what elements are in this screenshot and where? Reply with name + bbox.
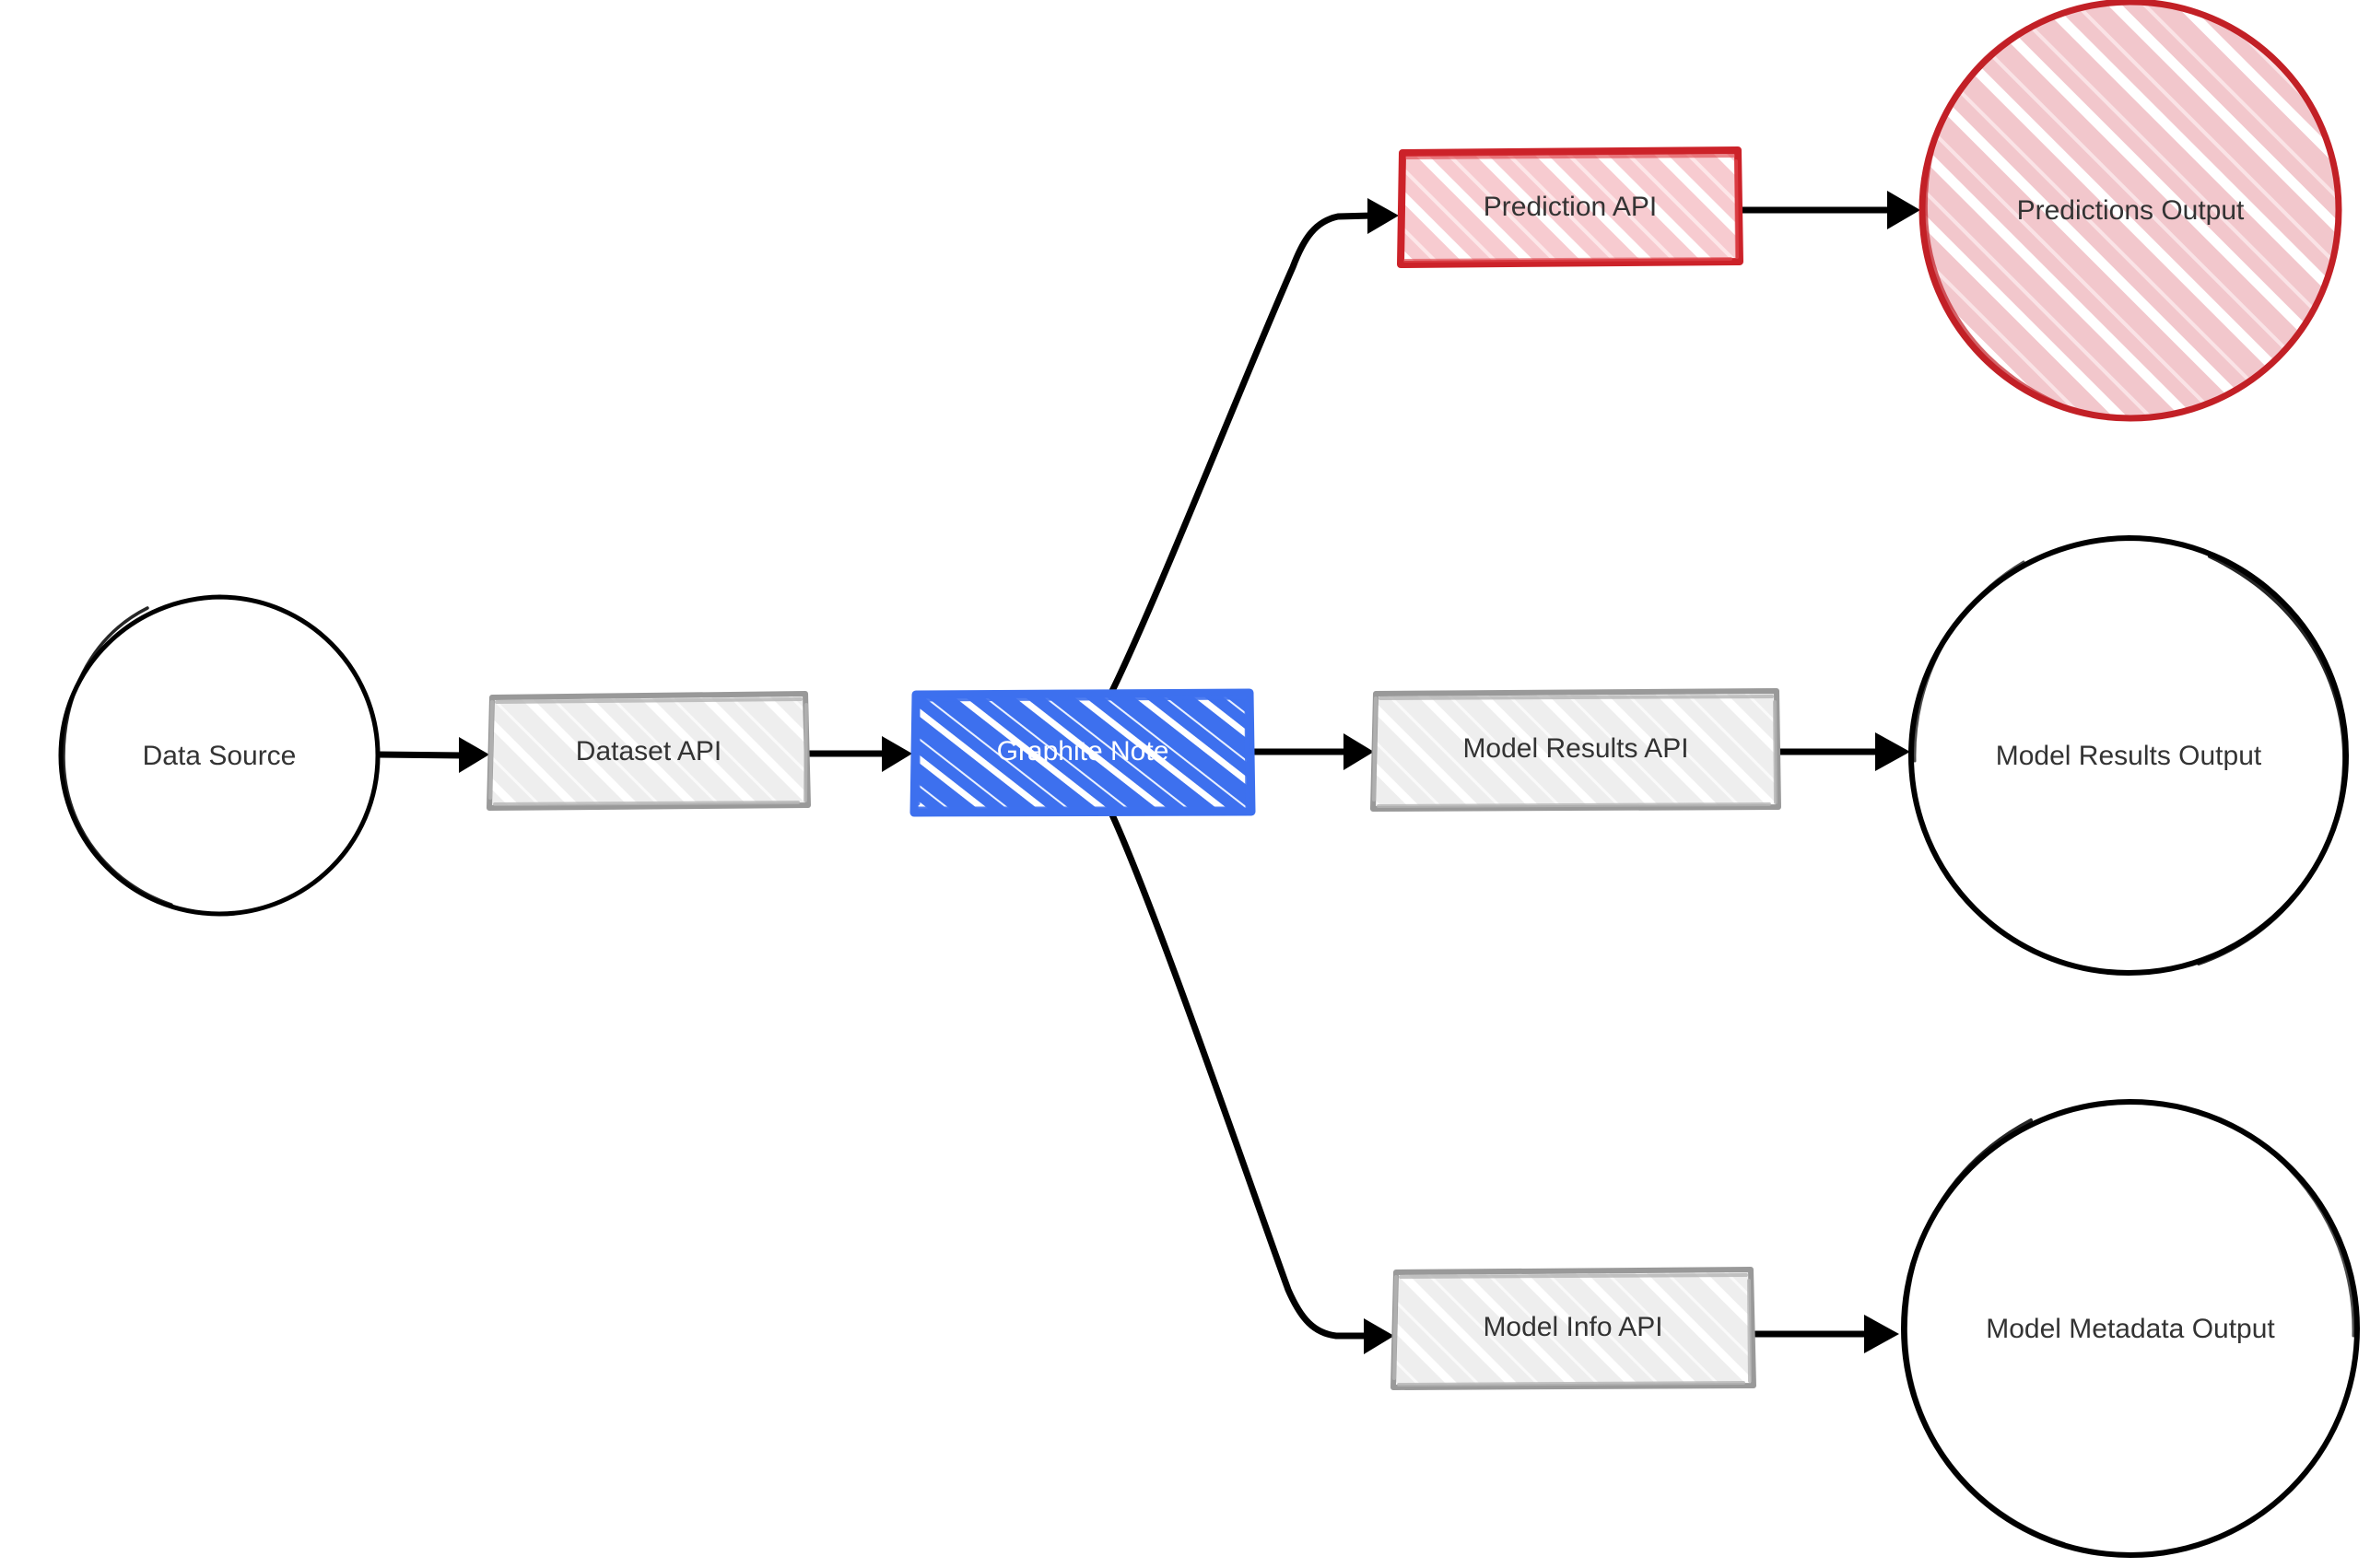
edge-dataset-api-to-graphite-note [805, 736, 912, 772]
edge-graphite-note-to-model-results-api [1250, 733, 1374, 770]
node-model-metadata-output[interactable]: Model Metadata Output [1901, 1099, 2360, 1558]
node-data-source[interactable]: Data Source [58, 594, 381, 917]
node-predictions-output[interactable]: Predictions Output [1918, 0, 2342, 422]
edge-graphite-note-to-prediction-api [1106, 198, 1399, 700]
node-dataset-api[interactable]: Dataset API [487, 691, 811, 811]
edge-model-info-api-to-model-metadata-output [1752, 1315, 1899, 1353]
node-model-results-api[interactable]: Model Results API [1370, 688, 1781, 812]
edge-prediction-api-to-predictions-output [1738, 191, 1920, 229]
edges-layer [374, 191, 1920, 1354]
edge-graphite-note-to-model-info-api [1106, 805, 1394, 1354]
edge-model-results-api-to-model-results-output [1758, 732, 1910, 771]
node-graphite-note[interactable]: Graphite Note [909, 688, 1256, 817]
edge-data-source-to-dataset-api [374, 737, 489, 773]
node-model-results-output[interactable]: Model Results Output [1908, 535, 2349, 976]
node-model-info-api[interactable]: Model Info API [1390, 1267, 1756, 1390]
node-prediction-api[interactable]: Prediction API [1397, 146, 1743, 268]
